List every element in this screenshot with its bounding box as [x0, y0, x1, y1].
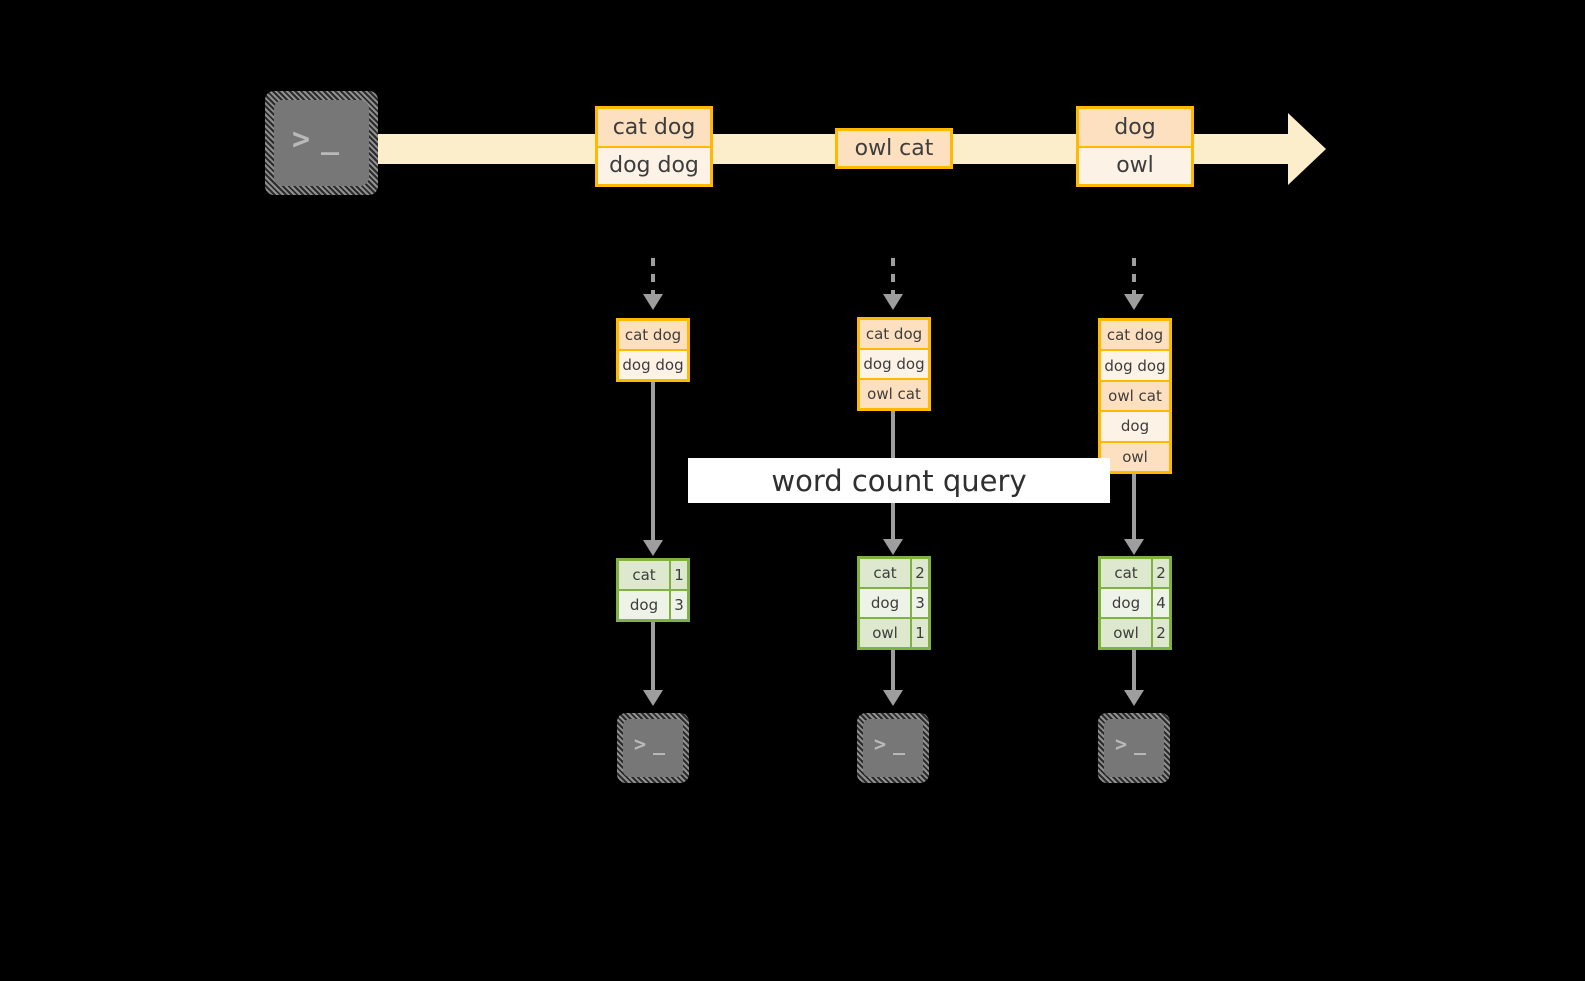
event-line: dog — [1079, 109, 1191, 146]
result-to-consumer-connector-2 — [891, 650, 895, 698]
result-word: dog — [860, 589, 912, 617]
arrowhead — [1124, 539, 1144, 555]
consumer-terminal-icon-3[interactable]: > _ — [1098, 713, 1170, 783]
terminal-cursor-glyph: _ — [1134, 731, 1148, 755]
result-to-consumer-connector-3 — [1132, 650, 1136, 698]
snapshot-to-result-connector-3 — [1132, 474, 1136, 549]
event-line: owl cat — [838, 131, 950, 166]
table-row: owl 1 — [860, 617, 928, 647]
arrowhead — [643, 540, 663, 556]
arrowhead — [643, 294, 663, 310]
result-count: 2 — [1153, 619, 1169, 647]
result-count: 1 — [912, 619, 928, 647]
stream-event-3[interactable]: dog owl — [1076, 106, 1194, 187]
table-row: dog 3 — [860, 587, 928, 617]
snapshot-line: cat dog — [860, 320, 928, 348]
terminal-cursor-glyph: _ — [321, 121, 341, 156]
snapshot-line: dog dog — [860, 348, 928, 378]
consumer-terminal-icon-2[interactable]: > _ — [857, 713, 929, 783]
snapshot-line: dog dog — [1101, 349, 1169, 380]
terminal-screen — [274, 100, 369, 186]
stream-to-snapshot-connector-2 — [891, 258, 895, 296]
terminal-screen — [623, 719, 683, 777]
stream-event-1[interactable]: cat dog dog dog — [595, 106, 713, 187]
result-word: dog — [1101, 589, 1153, 617]
table-row: cat 1 — [619, 561, 687, 589]
stream-arrowhead — [1288, 113, 1326, 185]
result-count: 2 — [912, 559, 928, 587]
arrowhead — [883, 294, 903, 310]
result-count: 1 — [671, 561, 687, 589]
event-line: cat dog — [598, 109, 710, 146]
stream-event-2[interactable]: owl cat — [835, 128, 953, 169]
arrowhead — [643, 690, 663, 706]
result-word: owl — [860, 619, 912, 647]
terminal-prompt-glyph: > — [634, 732, 648, 756]
terminal-prompt-glyph: > — [1115, 732, 1129, 756]
result-count: 3 — [912, 589, 928, 617]
stream-to-snapshot-connector-3 — [1132, 258, 1136, 296]
snapshot-line: cat dog — [1101, 321, 1169, 350]
table-row: cat 2 — [1101, 559, 1169, 587]
result-count: 2 — [1153, 559, 1169, 587]
result-table-3[interactable]: cat 2 dog 4 owl 2 — [1098, 556, 1172, 650]
terminal-cursor-glyph: _ — [893, 731, 907, 755]
snapshot-line: dog — [1101, 410, 1169, 441]
snapshot-line: cat dog — [619, 321, 687, 349]
result-word: cat — [619, 561, 671, 589]
result-word: cat — [860, 559, 912, 587]
arrowhead — [1124, 690, 1144, 706]
table-row: dog 3 — [619, 589, 687, 619]
arrowhead — [883, 690, 903, 706]
snapshot-line: dog dog — [619, 349, 687, 379]
snapshot-line: owl cat — [1101, 379, 1169, 411]
result-table-1[interactable]: cat 1 dog 3 — [616, 558, 690, 622]
snapshot-line: owl — [1101, 440, 1169, 471]
event-line: dog dog — [598, 145, 710, 184]
query-label-text: word count query — [771, 463, 1027, 498]
table-row: dog 4 — [1101, 587, 1169, 617]
query-label-band: word count query — [688, 458, 1110, 503]
table-row: cat 2 — [860, 559, 928, 587]
terminal-prompt-glyph: > — [292, 122, 312, 157]
terminal-prompt-glyph: > — [874, 732, 888, 756]
arrowhead — [1124, 294, 1144, 310]
snapshot-line: owl cat — [860, 378, 928, 408]
result-to-consumer-connector-1 — [651, 622, 655, 698]
terminal-screen — [1104, 719, 1164, 777]
consumer-terminal-icon-1[interactable]: > _ — [617, 713, 689, 783]
result-count: 4 — [1153, 589, 1169, 617]
snapshot-2-box[interactable]: cat dog dog dog owl cat — [857, 317, 931, 411]
terminal-cursor-glyph: _ — [653, 731, 667, 755]
arrowhead — [883, 539, 903, 555]
table-row: owl 2 — [1101, 617, 1169, 647]
result-word: owl — [1101, 619, 1153, 647]
terminal-screen — [863, 719, 923, 777]
snapshot-to-result-connector-1 — [651, 382, 655, 550]
snapshot-1-box[interactable]: cat dog dog dog — [616, 318, 690, 382]
result-table-2[interactable]: cat 2 dog 3 owl 1 — [857, 556, 931, 650]
snapshot-3-box[interactable]: cat dog dog dog owl cat dog owl — [1098, 318, 1172, 474]
producer-terminal-icon[interactable]: > _ — [265, 91, 378, 195]
result-word: cat — [1101, 559, 1153, 587]
stream-to-snapshot-connector-1 — [651, 258, 655, 296]
result-word: dog — [619, 591, 671, 619]
event-line: owl — [1079, 145, 1191, 184]
result-count: 3 — [671, 591, 687, 619]
